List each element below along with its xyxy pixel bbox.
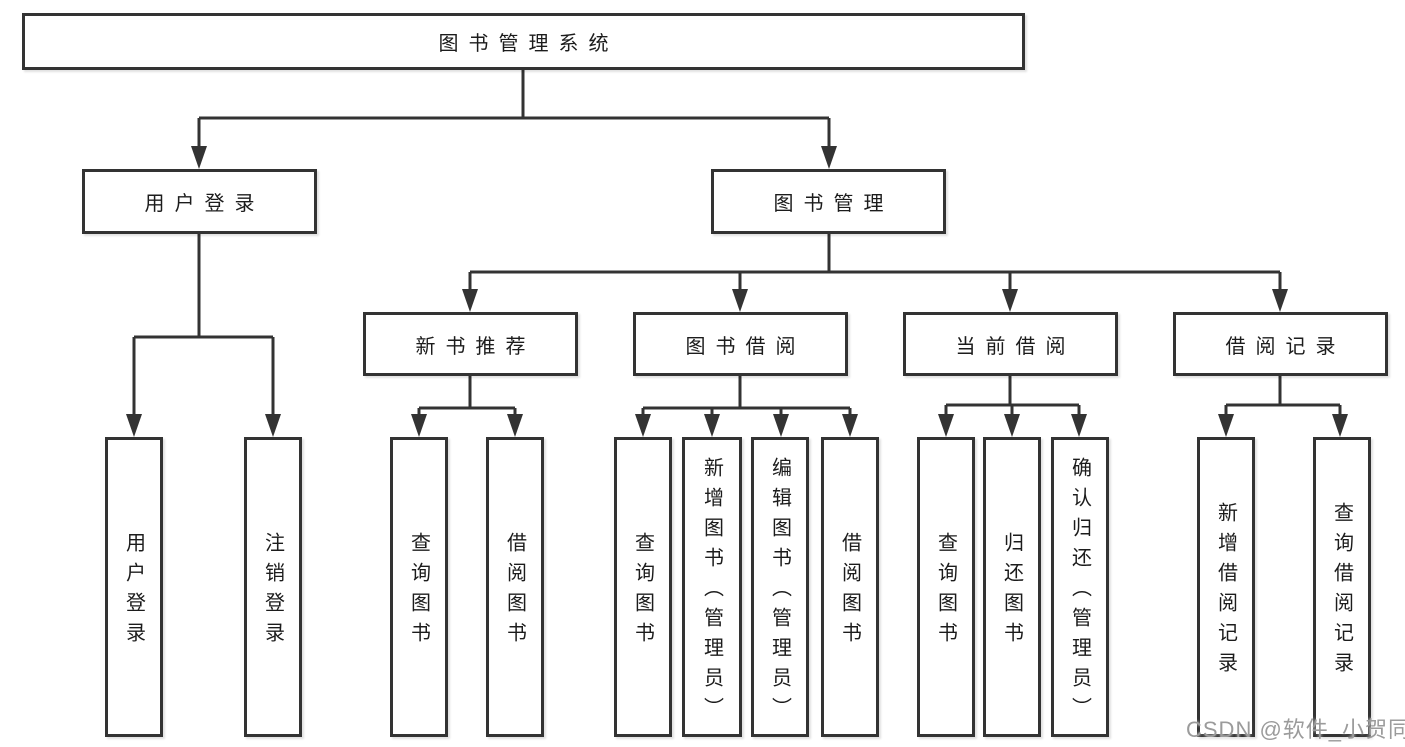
node-book-management-label: 图书管理 [773,193,894,215]
node-new-book-recommend: 新书推荐 [363,312,578,376]
leaf-query-books-current-label: 查询图书 [934,532,957,652]
leaf-add-books-admin-label: 新增图书（管理员） [700,457,723,727]
node-user-login-label: 用户登录 [144,193,265,215]
leaf-add-borrow-record-label: 新增借阅记录 [1214,502,1237,682]
node-book-borrowing: 图书借阅 [633,312,848,376]
leaf-user-login: 用户登录 [105,437,163,737]
node-book-management: 图书管理 [711,169,946,234]
leaf-query-books-recommend: 查询图书 [390,437,448,737]
leaf-query-books-current: 查询图书 [917,437,975,737]
leaf-query-books-borrowing: 查询图书 [614,437,672,737]
leaf-add-books-admin: 新增图书（管理员） [682,437,742,737]
node-new-book-recommend-label: 新书推荐 [415,335,536,358]
leaf-confirm-return-admin: 确认归还（管理员） [1051,437,1109,737]
leaf-edit-books-admin-label: 编辑图书（管理员） [768,457,791,727]
leaf-add-borrow-record: 新增借阅记录 [1197,437,1255,737]
leaf-query-books-borrowing-label: 查询图书 [631,532,654,652]
node-root-system: 图书管理系统 [22,13,1025,70]
node-current-borrowing-label: 当前借阅 [955,335,1076,358]
leaf-edit-books-admin: 编辑图书（管理员） [751,437,809,737]
leaf-logout: 注销登录 [244,437,302,737]
node-current-borrowing: 当前借阅 [903,312,1118,376]
node-borrowing-records-label: 借阅记录 [1225,335,1346,358]
node-book-borrowing-label: 图书借阅 [685,335,806,358]
leaf-borrow-books-borrowing: 借阅图书 [821,437,879,737]
node-borrowing-records: 借阅记录 [1173,312,1388,376]
leaf-borrow-books-borrowing-label: 借阅图书 [838,532,861,652]
node-user-login: 用户登录 [82,169,317,234]
leaf-user-login-label: 用户登录 [122,532,145,652]
leaf-confirm-return-admin-label: 确认归还（管理员） [1068,457,1091,727]
leaf-return-books: 归还图书 [983,437,1041,737]
leaf-borrow-books-recommend: 借阅图书 [486,437,544,737]
leaf-logout-label: 注销登录 [261,532,284,652]
leaf-borrow-books-recommend-label: 借阅图书 [503,532,526,652]
watermark: CSDN @软件_小贺同学 [1186,717,1405,742]
leaf-query-borrow-record: 查询借阅记录 [1313,437,1371,737]
leaf-query-borrow-record-label: 查询借阅记录 [1330,502,1353,682]
leaf-return-books-label: 归还图书 [1000,532,1023,652]
node-root-label: 图书管理系统 [438,33,619,55]
leaf-query-books-recommend-label: 查询图书 [407,532,430,652]
